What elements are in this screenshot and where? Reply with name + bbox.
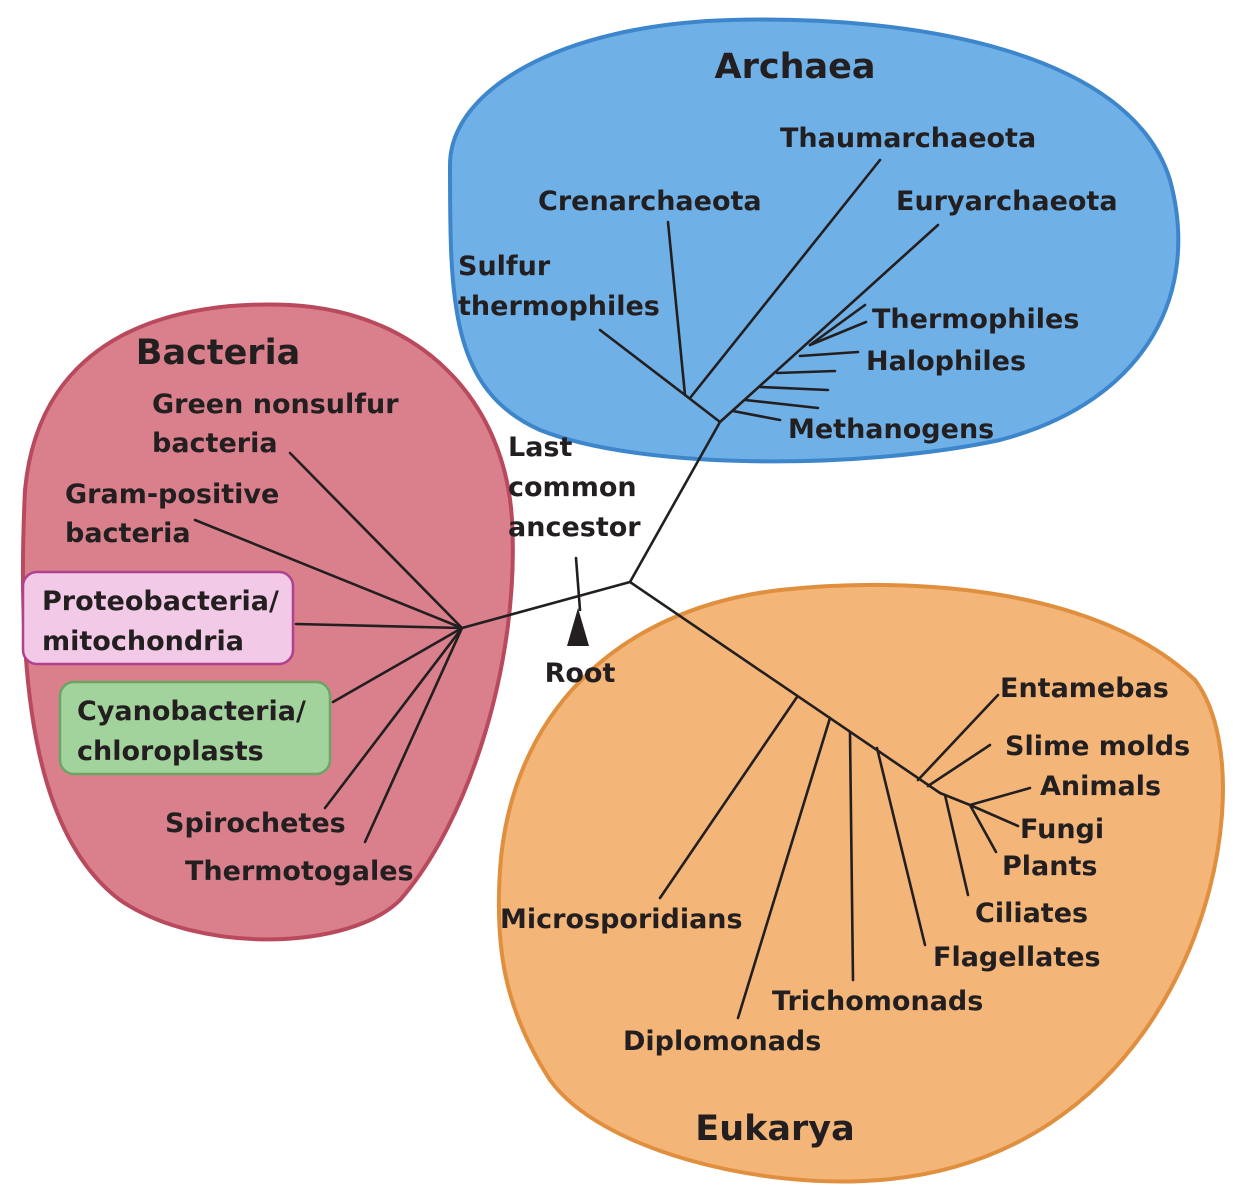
tree-branches bbox=[193, 158, 1032, 1020]
branch-methanogens-b bbox=[743, 398, 820, 410]
eukarya-region bbox=[496, 582, 1225, 1184]
label-methanogens: Methanogens bbox=[788, 414, 994, 445]
label-animals: Animals bbox=[1040, 771, 1161, 802]
branch-gram-positive bbox=[193, 518, 464, 630]
label-proteo-line2: mitochondria bbox=[42, 626, 244, 657]
label-fungi: Fungi bbox=[1020, 814, 1104, 845]
label-microsporidians: Microsporidians bbox=[500, 904, 743, 935]
bacteria-title: Bacteria bbox=[136, 333, 300, 373]
label-green-line2: bacteria bbox=[152, 428, 278, 459]
branch-fungi bbox=[968, 803, 1020, 828]
eukarya-title: Eukarya bbox=[695, 1109, 854, 1149]
branch-euryarchaeota bbox=[718, 223, 940, 424]
proteobacteria-box bbox=[21, 570, 295, 666]
label-thaumarchaeota: Thaumarchaeota bbox=[780, 123, 1036, 154]
root-tick bbox=[574, 556, 582, 612]
branch-proteobacteria bbox=[294, 622, 464, 630]
branch-methanogens-a bbox=[758, 385, 830, 392]
root-label: Root bbox=[545, 658, 616, 689]
label-ciliates: Ciliates bbox=[975, 898, 1088, 929]
branch-crenarchaeota bbox=[666, 220, 687, 397]
branch-plants bbox=[968, 803, 998, 854]
label-plants: Plants bbox=[1002, 851, 1097, 882]
branch-animals bbox=[968, 786, 1032, 807]
branch-green-nonsulfur bbox=[288, 451, 464, 630]
label-crenarchaeota: Crenarchaeota bbox=[538, 186, 762, 217]
label-gram-line2: bacteria bbox=[65, 518, 191, 549]
label-entamebas: Entamebas bbox=[1000, 673, 1169, 704]
label-euryarchaeota: Euryarchaeota bbox=[896, 186, 1118, 217]
label-cyano-line2: chloroplasts bbox=[77, 736, 264, 767]
branch-slime-molds bbox=[926, 743, 992, 788]
branch-methanogens-c bbox=[731, 409, 782, 422]
branch-entamebas bbox=[916, 693, 1000, 782]
branch-spirochetes bbox=[323, 626, 464, 810]
label-thermophiles: Thermophiles bbox=[872, 304, 1079, 335]
branch-trichomonads bbox=[848, 731, 855, 982]
branch-flagellates bbox=[875, 746, 927, 947]
label-slime-molds: Slime molds bbox=[1005, 731, 1190, 762]
lca-label-line3: ancestor bbox=[508, 512, 641, 543]
branch-thermotogales bbox=[363, 626, 464, 844]
branch-diplomonads bbox=[736, 716, 832, 1020]
label-spirochetes: Spirochetes bbox=[165, 808, 346, 839]
branch-archaea-split bbox=[683, 393, 722, 424]
branch-crown bbox=[938, 791, 972, 807]
lca-label-line1: Last bbox=[508, 432, 572, 463]
label-sulfur-line2: thermophiles bbox=[458, 291, 660, 322]
branch-thermophiles-b bbox=[808, 303, 867, 347]
branch-cyanobacteria bbox=[331, 626, 464, 704]
label-trichomonads: Trichomonads bbox=[772, 986, 983, 1017]
label-thermotogales: Thermotogales bbox=[185, 856, 414, 887]
branch-thermophiles bbox=[808, 320, 868, 347]
label-green-line1: Green nonsulfur bbox=[152, 389, 399, 420]
branch-ciliates bbox=[943, 793, 970, 897]
branch-thaumarchaeota bbox=[688, 158, 882, 400]
cyanobacteria-box bbox=[58, 680, 332, 776]
label-diplomonads: Diplomonads bbox=[623, 1026, 821, 1057]
branch-sulfur-thermophiles bbox=[598, 328, 687, 397]
root-marker bbox=[567, 608, 589, 646]
label-proteo-line1: Proteobacteria/ bbox=[42, 586, 279, 617]
branch-halophiles-b bbox=[775, 369, 837, 375]
label-flagellates: Flagellates bbox=[933, 942, 1101, 973]
branch-eukarya-stem bbox=[628, 580, 942, 795]
label-cyano-line1: Cyanobacteria/ bbox=[77, 696, 306, 727]
branch-halophiles bbox=[798, 350, 860, 358]
branch-bacteria-stem bbox=[460, 580, 632, 630]
label-sulfur-line1: Sulfur bbox=[458, 251, 551, 282]
label-gram-line1: Gram-positive bbox=[65, 479, 279, 510]
archaea-title: Archaea bbox=[715, 47, 876, 87]
label-halophiles: Halophiles bbox=[866, 346, 1026, 377]
lca-label-line2: common bbox=[508, 472, 637, 503]
branch-archaea-stem bbox=[628, 420, 722, 584]
branch-microsporidians bbox=[658, 695, 799, 900]
